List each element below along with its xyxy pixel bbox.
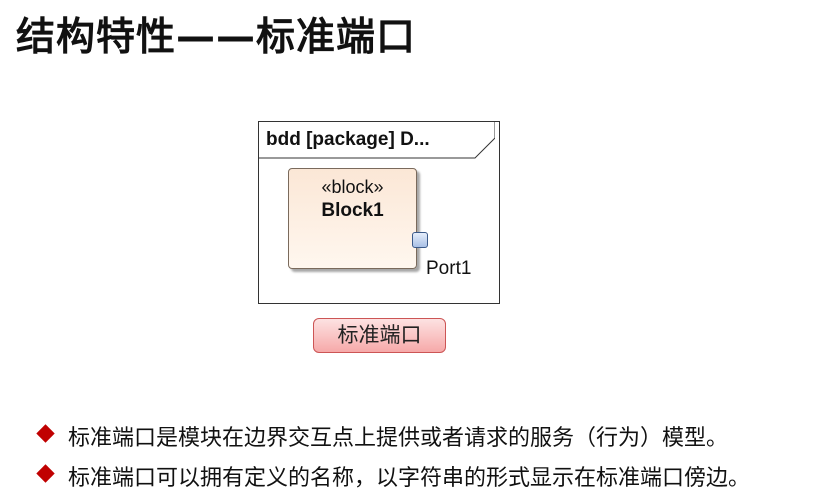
bullet-text: 标准端口是模块在边界交互点上提供或者请求的服务（行为）模型。 [68,426,729,451]
port-label: Port1 [426,258,472,279]
list-item: 标准端口是模块在边界交互点上提供或者请求的服务（行为）模型。 [36,420,750,460]
bullet-list: 标准端口是模块在边界交互点上提供或者请求的服务（行为）模型。 标准端口可以拥有定… [36,420,750,500]
block-stereotype: «block» [321,177,384,197]
port-square-icon[interactable] [412,232,428,248]
frame-header: bdd [package] D... [259,122,495,159]
frame-header-tab-shape [259,122,495,159]
block-name: Block1 [321,200,384,221]
diamond-icon [36,464,55,483]
standard-port-caption-button[interactable]: 标准端口 [313,318,446,353]
frame-label: bdd [package] D... [266,129,430,150]
page-title: 结构特性——标准端口 [16,15,417,60]
block-element[interactable]: «block» Block1 [288,168,417,269]
list-item: 标准端口可以拥有定义的名称，以字符串的形式显示在标准端口傍边。 [36,460,750,500]
diamond-icon [36,424,55,443]
bullet-text: 标准端口可以拥有定义的名称，以字符串的形式显示在标准端口傍边。 [68,466,751,491]
bdd-diagram-frame: bdd [package] D... «block» Block1 Port1 [258,121,500,304]
